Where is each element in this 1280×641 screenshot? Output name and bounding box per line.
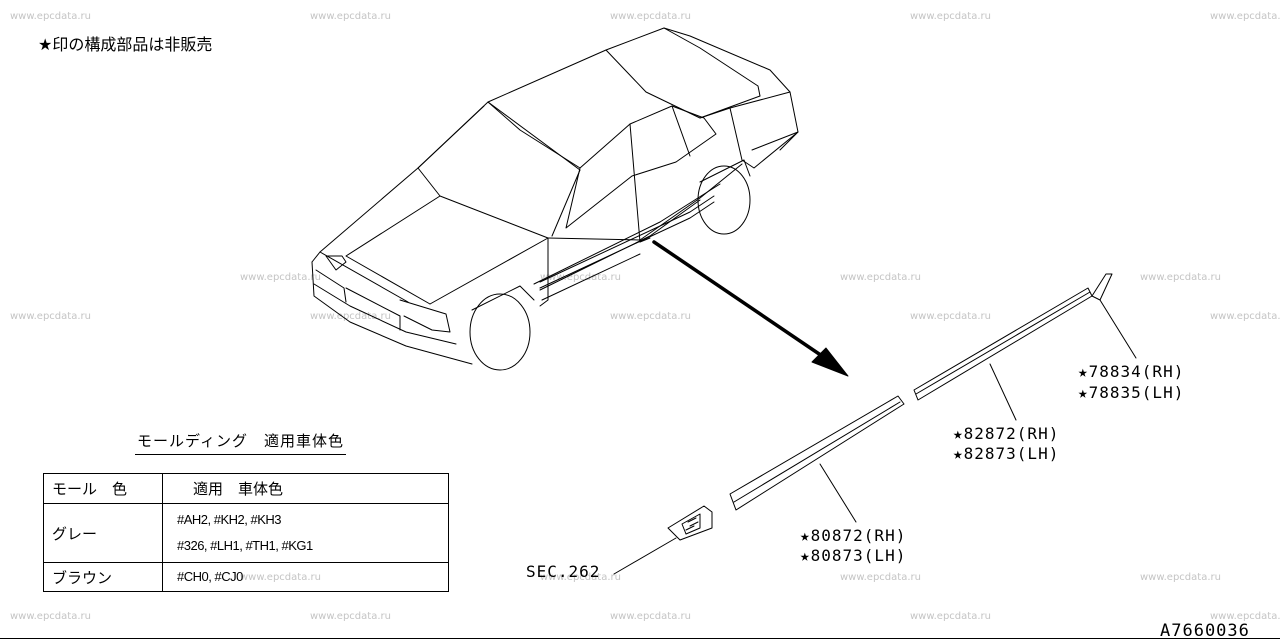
watermark: www.epcdata.ru <box>310 611 391 622</box>
table-header-row: モール 色 適用 車体色 <box>43 473 449 504</box>
non-sale-note: ★印の構成部品は非販売 <box>38 35 213 54</box>
watermark: www.epcdata.ru <box>840 272 921 283</box>
part-label-80872: ★80872(RH) <box>800 526 907 545</box>
watermark: www.epcdata.ru <box>10 11 91 22</box>
sec-reference: SEC.262 <box>526 562 601 581</box>
watermark: www.epcdata.ru <box>610 11 691 22</box>
watermark: www.epcdata.ru <box>10 611 91 622</box>
watermark: www.epcdata.ru <box>610 611 691 622</box>
watermark: www.epcdata.ru <box>10 311 91 322</box>
leader-80872 <box>819 463 857 523</box>
leader-78834 <box>1099 299 1137 359</box>
row-color-gray: グレー <box>43 503 163 563</box>
code-line: #CH0, #CJ0 <box>177 569 243 584</box>
row-codes-gray: #AH2, #KH2, #KH3 #326, #LH1, #TH1, #KG1 <box>162 503 449 563</box>
car-illustration <box>311 27 799 371</box>
table-row: グレー #AH2, #KH2, #KH3 #326, #LH1, #TH1, #… <box>43 503 449 563</box>
watermark: www.epcdata.ru <box>910 11 991 22</box>
row-color-brown: ブラウン <box>43 562 163 592</box>
watermark: www.epcdata.ru <box>910 611 991 622</box>
watermark: www.epcdata.ru <box>610 311 691 322</box>
bottom-rule <box>0 638 1280 639</box>
header-body-color: 適用 車体色 <box>162 473 449 504</box>
watermark: www.epcdata.ru <box>240 272 321 283</box>
watermark: www.epcdata.ru <box>1210 611 1280 622</box>
table-row: ブラウン #CH0, #CJ0 <box>43 562 449 592</box>
part-label-80873: ★80873(LH) <box>800 546 907 565</box>
watermark: www.epcdata.ru <box>1140 272 1221 283</box>
watermark: www.epcdata.ru <box>540 272 621 283</box>
legend-title: モールディング 適用車体色 <box>135 430 346 455</box>
code-line: #AH2, #KH2, #KH3 <box>177 512 282 527</box>
watermark: www.epcdata.ru <box>1140 572 1221 583</box>
bracket-clip <box>667 505 713 541</box>
watermark: www.epcdata.ru <box>1210 11 1280 22</box>
moulding-82872 <box>913 287 1093 401</box>
watermark: www.epcdata.ru <box>540 572 621 583</box>
watermark: www.epcdata.ru <box>1210 311 1280 322</box>
row-codes-brown: #CH0, #CJ0 <box>162 562 449 592</box>
watermark: www.epcdata.ru <box>310 311 391 322</box>
part-label-82873: ★82873(LH) <box>953 444 1060 463</box>
direction-arrow <box>652 240 849 377</box>
leader-sec262 <box>613 537 677 575</box>
part-label-78834: ★78834(RH) <box>1078 362 1185 381</box>
watermark: www.epcdata.ru <box>840 572 921 583</box>
header-moulding-color: モール 色 <box>43 473 163 504</box>
color-table: モール 色 適用 車体色 グレー #AH2, #KH2, #KH3 #326, … <box>43 473 449 592</box>
moulding-80872 <box>729 395 905 511</box>
watermark: www.epcdata.ru <box>910 311 991 322</box>
leader-82872 <box>989 363 1017 421</box>
part-label-78835: ★78835(LH) <box>1078 383 1185 402</box>
watermark: www.epcdata.ru <box>310 11 391 22</box>
diagram-id: A7660036 <box>1160 621 1250 641</box>
part-label-82872: ★82872(RH) <box>953 424 1060 443</box>
moulding-78834 <box>1091 273 1113 301</box>
code-line: #326, #LH1, #TH1, #KG1 <box>177 538 313 553</box>
